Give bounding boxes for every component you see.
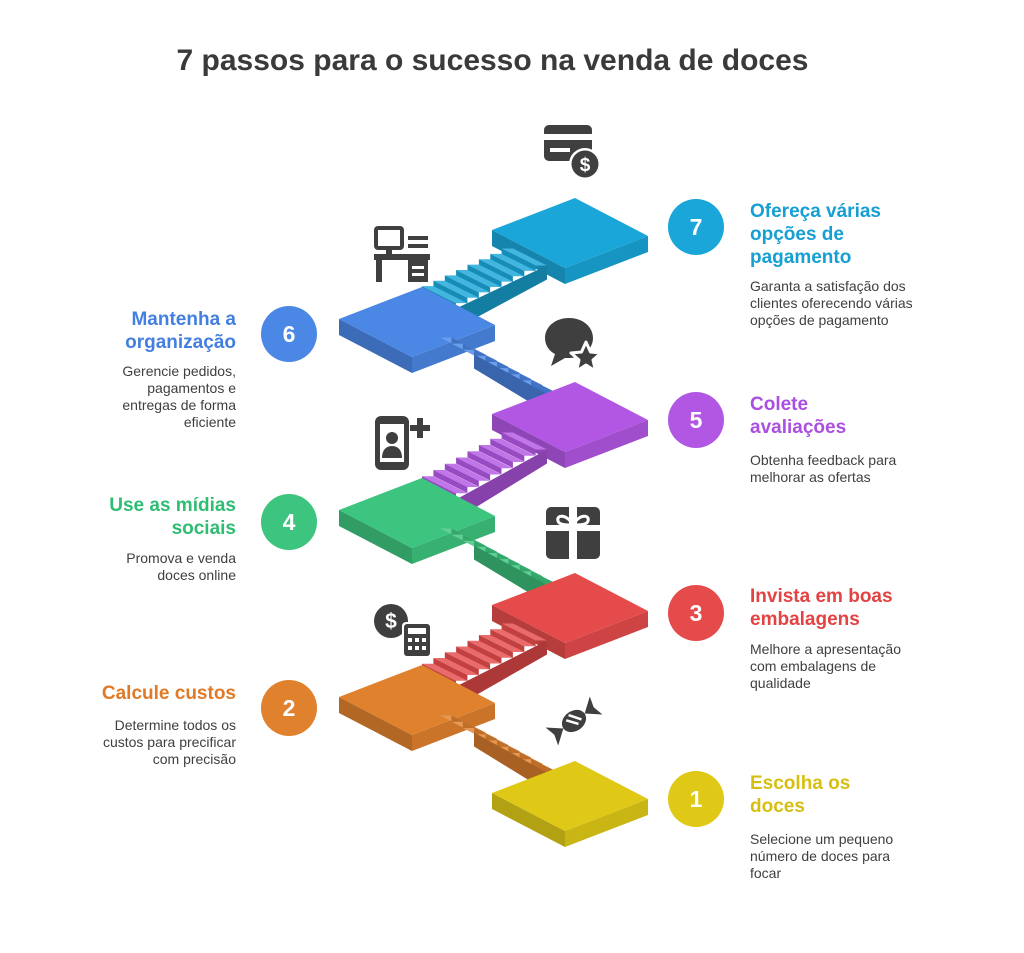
platform-left-face (339, 697, 412, 751)
stair-riser (490, 253, 525, 277)
step-description: Garanta a satisfação dos clientes oferec… (750, 278, 913, 328)
stair-tread (490, 253, 536, 271)
stair-tread (467, 451, 513, 469)
step-number-circle: 4 (261, 494, 317, 550)
svg-text:$: $ (385, 610, 397, 633)
step-description: Promova e venda doces online (126, 550, 236, 583)
stair-tread (433, 280, 479, 298)
stair-tread (467, 640, 513, 658)
stair-riser (478, 259, 513, 283)
stair-tread (422, 476, 468, 494)
stair-riser (456, 646, 491, 670)
stair-riser (467, 451, 502, 475)
calculator-money-icon: $ (374, 604, 432, 658)
phone-add-user-icon (375, 416, 430, 470)
stair-riser (433, 658, 468, 681)
stair-riser (456, 270, 491, 293)
stair-tread (501, 432, 547, 450)
platform-top (339, 478, 495, 548)
platform-left-face (339, 510, 412, 564)
platform-top (492, 573, 648, 643)
stair-riser (501, 623, 536, 647)
stair-tread (501, 623, 547, 641)
stair-tread (444, 275, 491, 293)
desk-computer-icon (374, 226, 430, 282)
step-number-circle: 3 (668, 585, 724, 641)
stair-tread (422, 286, 468, 304)
platform-right-face (565, 236, 648, 284)
stair-riser (444, 275, 479, 299)
stair-tread (444, 652, 491, 670)
stair-riser (490, 629, 525, 653)
stair-tread (456, 646, 502, 664)
stair-tread (478, 445, 525, 462)
platform-right-face (412, 325, 495, 373)
stair-riser (467, 640, 502, 664)
stair-riser (501, 432, 536, 456)
step-description: Gerencie pedidos, pagamentos e entregas … (122, 363, 236, 430)
platform-right-face (412, 703, 495, 751)
step-number-circle: 5 (668, 392, 724, 448)
platform-top (339, 287, 495, 357)
stair-tread (467, 264, 513, 282)
stair-tread (422, 663, 468, 681)
stair-riser (467, 264, 502, 288)
step-title: Mantenha a organização (125, 309, 236, 353)
step-number-circle: 7 (668, 199, 724, 255)
stair-riser (490, 438, 525, 462)
stair-tread (501, 248, 547, 266)
stair-tread (490, 629, 536, 647)
stair-tread (433, 470, 479, 487)
stair-side (456, 449, 547, 520)
step-description: Melhore a apresentação com embalagens de… (750, 641, 901, 691)
stair-riser (444, 652, 479, 676)
platform-top (492, 761, 648, 831)
step-title: Ofereça várias opções de pagamento (750, 201, 881, 268)
stair-riser (478, 445, 513, 468)
page-title: 7 passos para o sucesso na venda de doce… (176, 44, 809, 77)
stair-side (456, 640, 547, 707)
stair-tread (444, 463, 491, 481)
step-title: Invista em boas embalagens (750, 586, 893, 630)
platform-left-face (492, 793, 565, 847)
step-description: Selecione um pequeno número de doces par… (750, 831, 894, 881)
stair-tread (490, 438, 536, 456)
step-title: Colete avaliações (750, 394, 847, 438)
step-description: Obtenha feedback para melhorar as oferta… (750, 452, 897, 485)
chat-star-icon (545, 318, 603, 373)
stair-riser (478, 635, 513, 658)
platform-right-face (565, 799, 648, 847)
stair-riser (444, 463, 479, 487)
gift-box-icon (546, 507, 600, 559)
svg-text:$: $ (580, 155, 591, 176)
step-number-circle: 1 (668, 771, 724, 827)
stair-riser (433, 470, 468, 493)
stair-riser (456, 457, 491, 481)
stair-side (456, 265, 547, 329)
stair-riser (501, 248, 536, 272)
step-title: Escolha os doces (750, 773, 851, 817)
stair-tread (433, 658, 479, 675)
platform-top (339, 665, 495, 735)
step-number-circle: 6 (261, 306, 317, 362)
step-title: Use as mídias sociais (109, 495, 236, 539)
stair-riser (433, 280, 468, 304)
platform-top (492, 198, 648, 268)
platform-right-face (565, 611, 648, 659)
candy-icon (545, 696, 603, 746)
step-description: Determine todos os custos para precifica… (102, 717, 236, 767)
stair-tread (456, 270, 502, 287)
platform-right-face (565, 420, 648, 468)
platform-top (492, 382, 648, 452)
card-dollar-icon: $ (544, 125, 601, 180)
step-number-circle: 2 (261, 680, 317, 736)
platform-right-face (412, 516, 495, 564)
step-title: Calcule custos (101, 683, 236, 704)
stair-tread (478, 259, 525, 277)
stair-tread (456, 457, 502, 475)
stair-tread (478, 635, 525, 652)
platform-left-face (339, 319, 412, 373)
